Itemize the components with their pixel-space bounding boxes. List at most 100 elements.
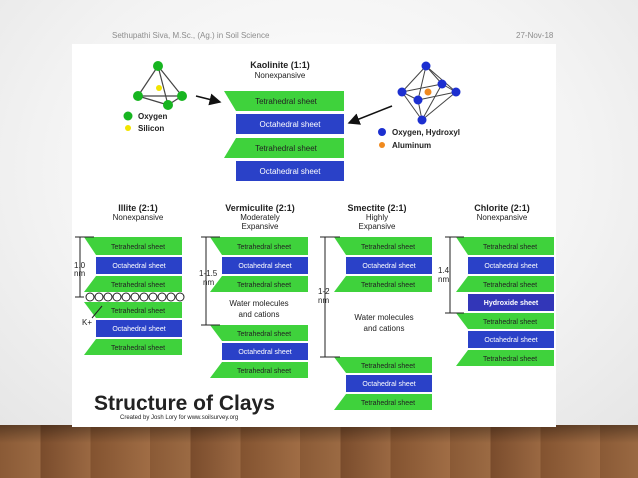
smectite-sheet-3-label: Tetrahedral sheet xyxy=(361,282,415,289)
vermiculite-sheet-4-label: Tetrahedral sheet xyxy=(237,331,291,338)
chlorite-sheet-5-shape xyxy=(456,313,554,329)
chlorite-dimension-icon xyxy=(445,236,464,314)
smectite-sheet-6-shape xyxy=(334,394,432,410)
vermiculite-dimension-icon xyxy=(201,236,220,326)
vermiculite-sheet-stack: Tetrahedral sheet Octahedral sheet Tetra… xyxy=(210,237,308,378)
vermiculite-sheet-6-label: Tetrahedral sheet xyxy=(237,368,291,375)
chlorite-sheet-2-shape xyxy=(468,257,554,274)
chlorite-dimension-unit: nm xyxy=(438,275,449,284)
diagram-title: Structure of Clays xyxy=(94,392,275,415)
oxygen-legend-icon xyxy=(123,111,133,121)
kaolinite-sheet-1-shape xyxy=(224,91,344,111)
chlorite-sheet-5-label: Tetrahedral sheet xyxy=(483,319,537,326)
kaolinite-sheet-stack: Tetrahedral sheet Octahedral sheet Tetra… xyxy=(224,91,344,181)
chlorite-sheet-1-label: Tetrahedral sheet xyxy=(483,244,537,251)
tetrahedron-model-icon xyxy=(133,61,187,110)
diagram-credit: Created by Josh Lory for www.soilsurvey.… xyxy=(120,415,238,421)
header-date: 27-Nov-18 xyxy=(516,31,554,40)
illite-sheet-2-shape xyxy=(96,257,182,274)
chlorite-sheet-6-shape xyxy=(468,331,554,348)
wooden-floor xyxy=(0,425,638,478)
illite-sheet-6-shape xyxy=(84,339,182,355)
chlorite-sheet-6-label: Octahedral sheet xyxy=(484,337,537,344)
potassium-ion-row xyxy=(85,292,185,302)
vermiculite-subtitle-1: Moderately xyxy=(240,213,280,222)
vermiculite-subtitle-2: Expansive xyxy=(242,222,279,231)
potassium-pointer-icon xyxy=(91,305,103,319)
chlorite-sheet-1-shape xyxy=(456,237,554,255)
smectite-sheet-1-label: Tetrahedral sheet xyxy=(361,244,415,251)
vermiculite-dimension-unit: nm xyxy=(203,278,214,287)
smectite-sheet-5-shape xyxy=(346,375,432,392)
smectite-title: Smectite (2:1) xyxy=(347,203,406,213)
illite-sheet-2-label: Octahedral sheet xyxy=(112,263,165,270)
legend-aluminum-label: Aluminum xyxy=(392,141,431,150)
chlorite-sheet-4-label: Hydroxide sheet xyxy=(484,300,539,307)
vermiculite-sheet-4-shape xyxy=(210,325,308,341)
smectite-sheet-2-shape xyxy=(346,257,432,274)
header-author: Sethupathi Siva, M.Sc., (Ag.) in Soil Sc… xyxy=(112,31,270,40)
legend-silicon-label: Silicon xyxy=(138,124,164,133)
vermiculite-sheet-5-shape xyxy=(222,343,308,360)
illite-sheet-5-label: Octahedral sheet xyxy=(112,326,165,333)
vermiculite-sheet-1-shape xyxy=(210,237,308,255)
legend-hydroxyl-label: Oxygen, Hydroxyl xyxy=(392,128,460,137)
vermiculite-sheet-2-label: Octahedral sheet xyxy=(238,263,291,270)
kaolinite-subtitle: Nonexpansive xyxy=(255,71,306,80)
vermiculite-sheet-3-shape xyxy=(210,276,308,292)
smectite-sheet-1-shape xyxy=(334,237,432,255)
smectite-dimension-icon xyxy=(320,236,340,358)
arrow-to-octahedral-icon xyxy=(347,105,393,125)
silicon-legend-icon xyxy=(125,125,131,131)
smectite-subtitle-2: Expansive xyxy=(359,222,396,231)
illite-dimension-unit: nm xyxy=(74,269,85,278)
chlorite-title: Chlorite (2:1) xyxy=(474,203,530,213)
illite-sheet-4-label: Tetrahedral sheet xyxy=(111,308,165,315)
chlorite-sheet-stack: Tetrahedral sheet Octahedral sheet Tetra… xyxy=(456,237,554,366)
chlorite-sheet-7-shape xyxy=(456,350,554,366)
kaolinite-sheet-1-label: Tetrahedral sheet xyxy=(255,97,318,106)
vermiculite-sheet-3-label: Tetrahedral sheet xyxy=(237,282,291,289)
chlorite-sheet-3-shape xyxy=(456,276,554,292)
chlorite-dimension-value: 1.4 xyxy=(438,266,450,275)
smectite-water-label-2: and cations xyxy=(364,324,405,333)
illite-sheet-1-label: Tetrahedral sheet xyxy=(111,244,165,251)
vermiculite-water-label-2: and cations xyxy=(239,310,280,319)
illite-sheet-4-shape xyxy=(84,302,182,318)
illite-sheet-3-label: Tetrahedral sheet xyxy=(111,282,165,289)
vermiculite-water-label-1: Water molecules xyxy=(229,299,288,308)
kaolinite-title: Kaolinite (1:1) xyxy=(250,60,310,70)
smectite-water-label-1: Water molecules xyxy=(354,313,413,322)
illite-dimension-icon xyxy=(75,236,94,298)
illite-sheet-stack: Tetrahedral sheet Octahedral sheet Tetra… xyxy=(84,237,182,355)
chlorite-sheet-3-label: Tetrahedral sheet xyxy=(483,282,537,289)
kaolinite-sheet-4-label: Octahedral sheet xyxy=(260,167,322,176)
illite-sheet-5-shape xyxy=(96,320,182,337)
kaolinite-sheet-2-shape xyxy=(236,114,344,134)
illite-sheet-3-shape xyxy=(84,276,182,292)
smectite-dimension-value: 1-2 xyxy=(318,287,330,296)
vermiculite-sheet-5-label: Octahedral sheet xyxy=(238,349,291,356)
smectite-subtitle-1: Highly xyxy=(366,213,388,222)
smectite-sheet-4-label: Tetrahedral sheet xyxy=(361,363,415,370)
kaolinite-sheet-4-shape xyxy=(236,161,344,181)
illite-dimension-value: 1.0 xyxy=(74,261,86,270)
illite-sheet-1-shape xyxy=(84,237,182,255)
chlorite-sheet-2-label: Octahedral sheet xyxy=(484,263,537,270)
hydroxyl-legend-icon xyxy=(378,128,386,136)
vermiculite-title: Vermiculite (2:1) xyxy=(225,203,295,213)
smectite-dimension-unit: nm xyxy=(318,296,329,305)
vermiculite-dimension-value: 1-1.5 xyxy=(199,269,218,278)
aluminum-legend-icon xyxy=(379,142,385,148)
vermiculite-sheet-6-shape xyxy=(210,362,308,378)
chlorite-sheet-7-label: Tetrahedral sheet xyxy=(483,356,537,363)
chlorite-subtitle: Nonexpansive xyxy=(477,213,528,222)
illite-title: Illite (2:1) xyxy=(118,203,158,213)
smectite-sheet-6-label: Tetrahedral sheet xyxy=(361,400,415,407)
smectite-sheet-2-label: Octahedral sheet xyxy=(362,263,415,270)
illite-sheet-6-label: Tetrahedral sheet xyxy=(111,345,165,352)
octahedron-model-icon xyxy=(397,61,461,125)
arrow-to-tetrahedral-icon xyxy=(195,93,222,106)
smectite-sheet-3-shape xyxy=(334,276,432,292)
legend-oxygen-label: Oxygen xyxy=(138,112,167,121)
